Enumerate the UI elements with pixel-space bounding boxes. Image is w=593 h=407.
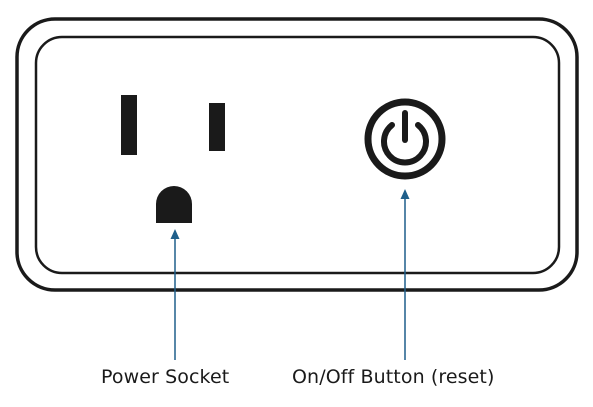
callout-arrowhead-power-socket	[170, 229, 180, 239]
callout-arrowhead-onoff-button	[400, 189, 410, 199]
onoff-button-label: On/Off Button (reset)	[292, 366, 495, 388]
power-button	[364, 98, 446, 180]
power-socket-label: Power Socket	[101, 366, 230, 388]
socket-slot-right	[209, 103, 225, 151]
power-socket	[121, 95, 225, 223]
power-icon	[381, 110, 429, 166]
socket-slot-left	[121, 95, 137, 155]
callout-power-socket	[170, 229, 180, 360]
power-button-ring	[364, 98, 446, 180]
callout-onoff-button	[400, 189, 410, 360]
plug-face-panel	[34, 35, 561, 275]
socket-ground-hole	[156, 186, 192, 223]
